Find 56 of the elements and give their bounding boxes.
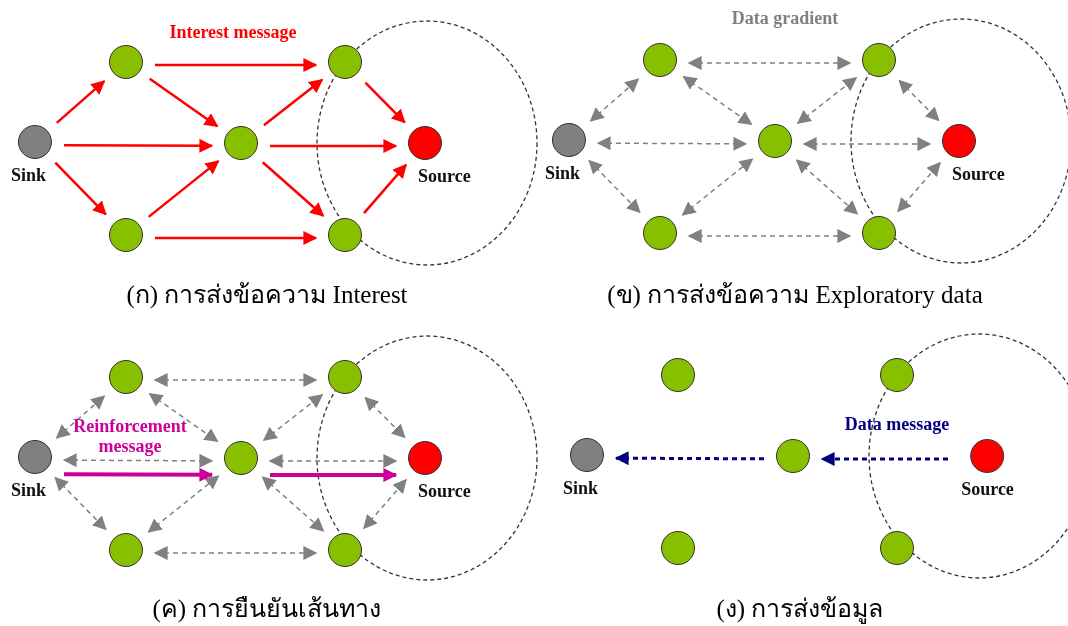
panel-caption: (ข) การส่งข้อความ Exploratory data bbox=[607, 280, 983, 310]
arrow bbox=[270, 139, 398, 153]
node-label: Sink bbox=[544, 163, 580, 183]
arrow bbox=[364, 396, 406, 439]
arrow bbox=[898, 79, 940, 122]
node-label: Source bbox=[961, 479, 1014, 499]
arrow bbox=[588, 159, 641, 214]
arrow bbox=[62, 453, 214, 468]
arrow bbox=[64, 138, 214, 153]
arrow bbox=[153, 546, 318, 560]
node-label: Sink bbox=[10, 480, 46, 500]
panel-caption: (ก) การส่งข้อความ Interest bbox=[126, 280, 408, 310]
arrow bbox=[897, 161, 941, 213]
arrow bbox=[687, 229, 852, 243]
arrow bbox=[687, 56, 852, 70]
panel-caption: (ง) การส่งข้อมูล bbox=[716, 594, 884, 624]
node-label: Source bbox=[418, 166, 471, 186]
arrow bbox=[796, 76, 858, 125]
node-label: Source bbox=[952, 164, 1005, 184]
arrow bbox=[54, 476, 107, 531]
arrow bbox=[261, 161, 325, 217]
node-label: Sink bbox=[562, 478, 598, 498]
arrow bbox=[681, 158, 754, 216]
arrow bbox=[64, 467, 214, 482]
arrow bbox=[802, 137, 932, 151]
arrow bbox=[54, 161, 107, 216]
arrow bbox=[149, 77, 219, 128]
arrow bbox=[589, 78, 640, 122]
arrow bbox=[155, 231, 318, 245]
arrow bbox=[155, 58, 318, 72]
message-label: Data gradient bbox=[731, 8, 839, 28]
arrow bbox=[614, 451, 764, 466]
arrow bbox=[268, 454, 398, 468]
arrow bbox=[261, 476, 325, 532]
arrow bbox=[262, 393, 324, 442]
message-label: Data message bbox=[844, 414, 950, 434]
arrow bbox=[153, 373, 318, 387]
arrow bbox=[55, 80, 106, 124]
arrow bbox=[270, 468, 398, 482]
message-label: Reinforcement message bbox=[72, 416, 188, 456]
arrow bbox=[148, 392, 219, 443]
arrow bbox=[363, 163, 407, 214]
arrow bbox=[795, 159, 859, 215]
arrow bbox=[55, 395, 106, 439]
arrow bbox=[364, 81, 406, 124]
arrow bbox=[363, 478, 407, 530]
arrow bbox=[596, 136, 748, 151]
arrow bbox=[147, 160, 220, 218]
arrow bbox=[682, 75, 753, 126]
arrow bbox=[263, 78, 324, 127]
node-label: Sink bbox=[10, 165, 46, 185]
panel-caption: (ค) การยืนยันเส้นทาง bbox=[152, 594, 382, 624]
arrow bbox=[820, 452, 948, 466]
message-label: Interest message bbox=[169, 22, 297, 42]
arrow bbox=[147, 475, 220, 533]
node-label: Source bbox=[418, 481, 471, 501]
